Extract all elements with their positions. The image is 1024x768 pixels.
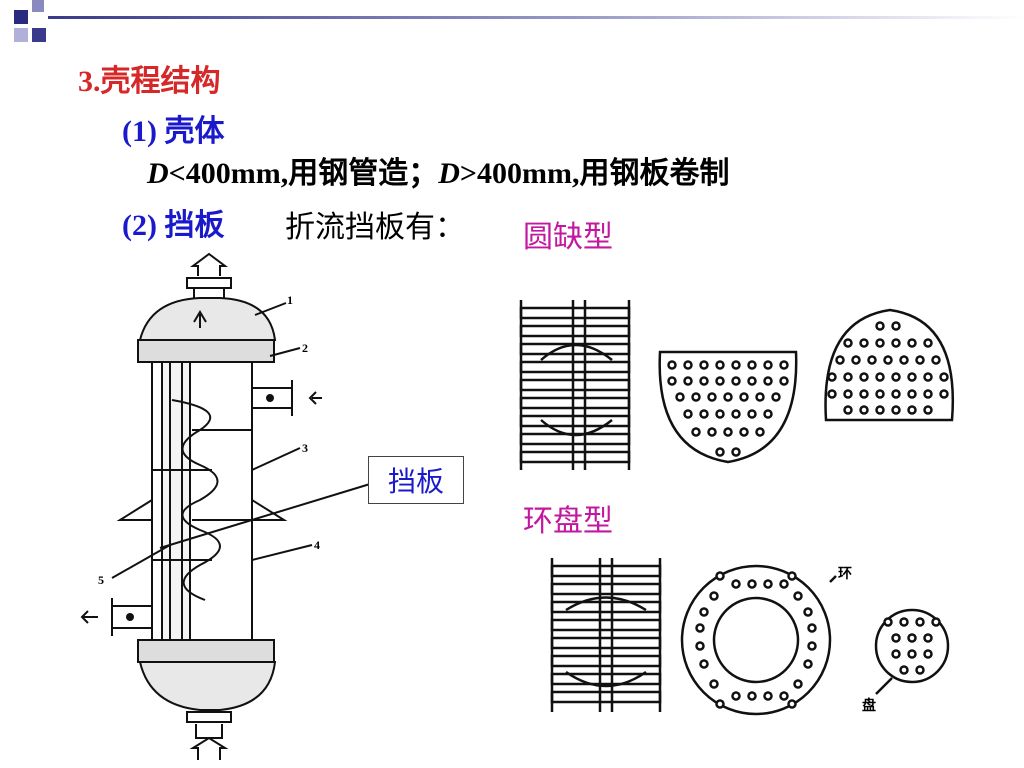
part-label-1: 1	[287, 293, 293, 307]
title-bar-decoration	[14, 0, 1024, 42]
baffle-heading: (2) 挡板	[122, 209, 225, 242]
diameter-symbol-1: D	[147, 157, 169, 190]
disc-label: 盘	[862, 697, 876, 714]
disc-ring-type-label: 环盘型	[523, 505, 613, 538]
shell-spec-part2: >400mm,用钢板卷制	[459, 157, 730, 190]
segmental-type-label: 圆缺型	[523, 221, 613, 254]
part-label-4: 4	[314, 538, 320, 552]
diameter-symbol-2: D	[438, 157, 460, 190]
shell-spec-part1: <400mm,用钢管造；	[168, 157, 439, 190]
page-title: 3.壳程结构	[78, 65, 221, 98]
baffle-intro: 折流挡板有：	[285, 211, 465, 244]
ring-label: 环	[838, 566, 852, 582]
shell-heading: (1) 壳体	[122, 115, 225, 148]
top-gradient-bar	[0, 0, 1024, 48]
part-label-2: 2	[302, 341, 308, 355]
baffle-callout: 挡板	[368, 456, 464, 504]
part-label-3: 3	[302, 441, 308, 455]
shell-spec: D<400mm,用钢管造；D>400mm,用钢板卷制	[147, 148, 730, 192]
part-label-5: 5	[98, 573, 104, 587]
